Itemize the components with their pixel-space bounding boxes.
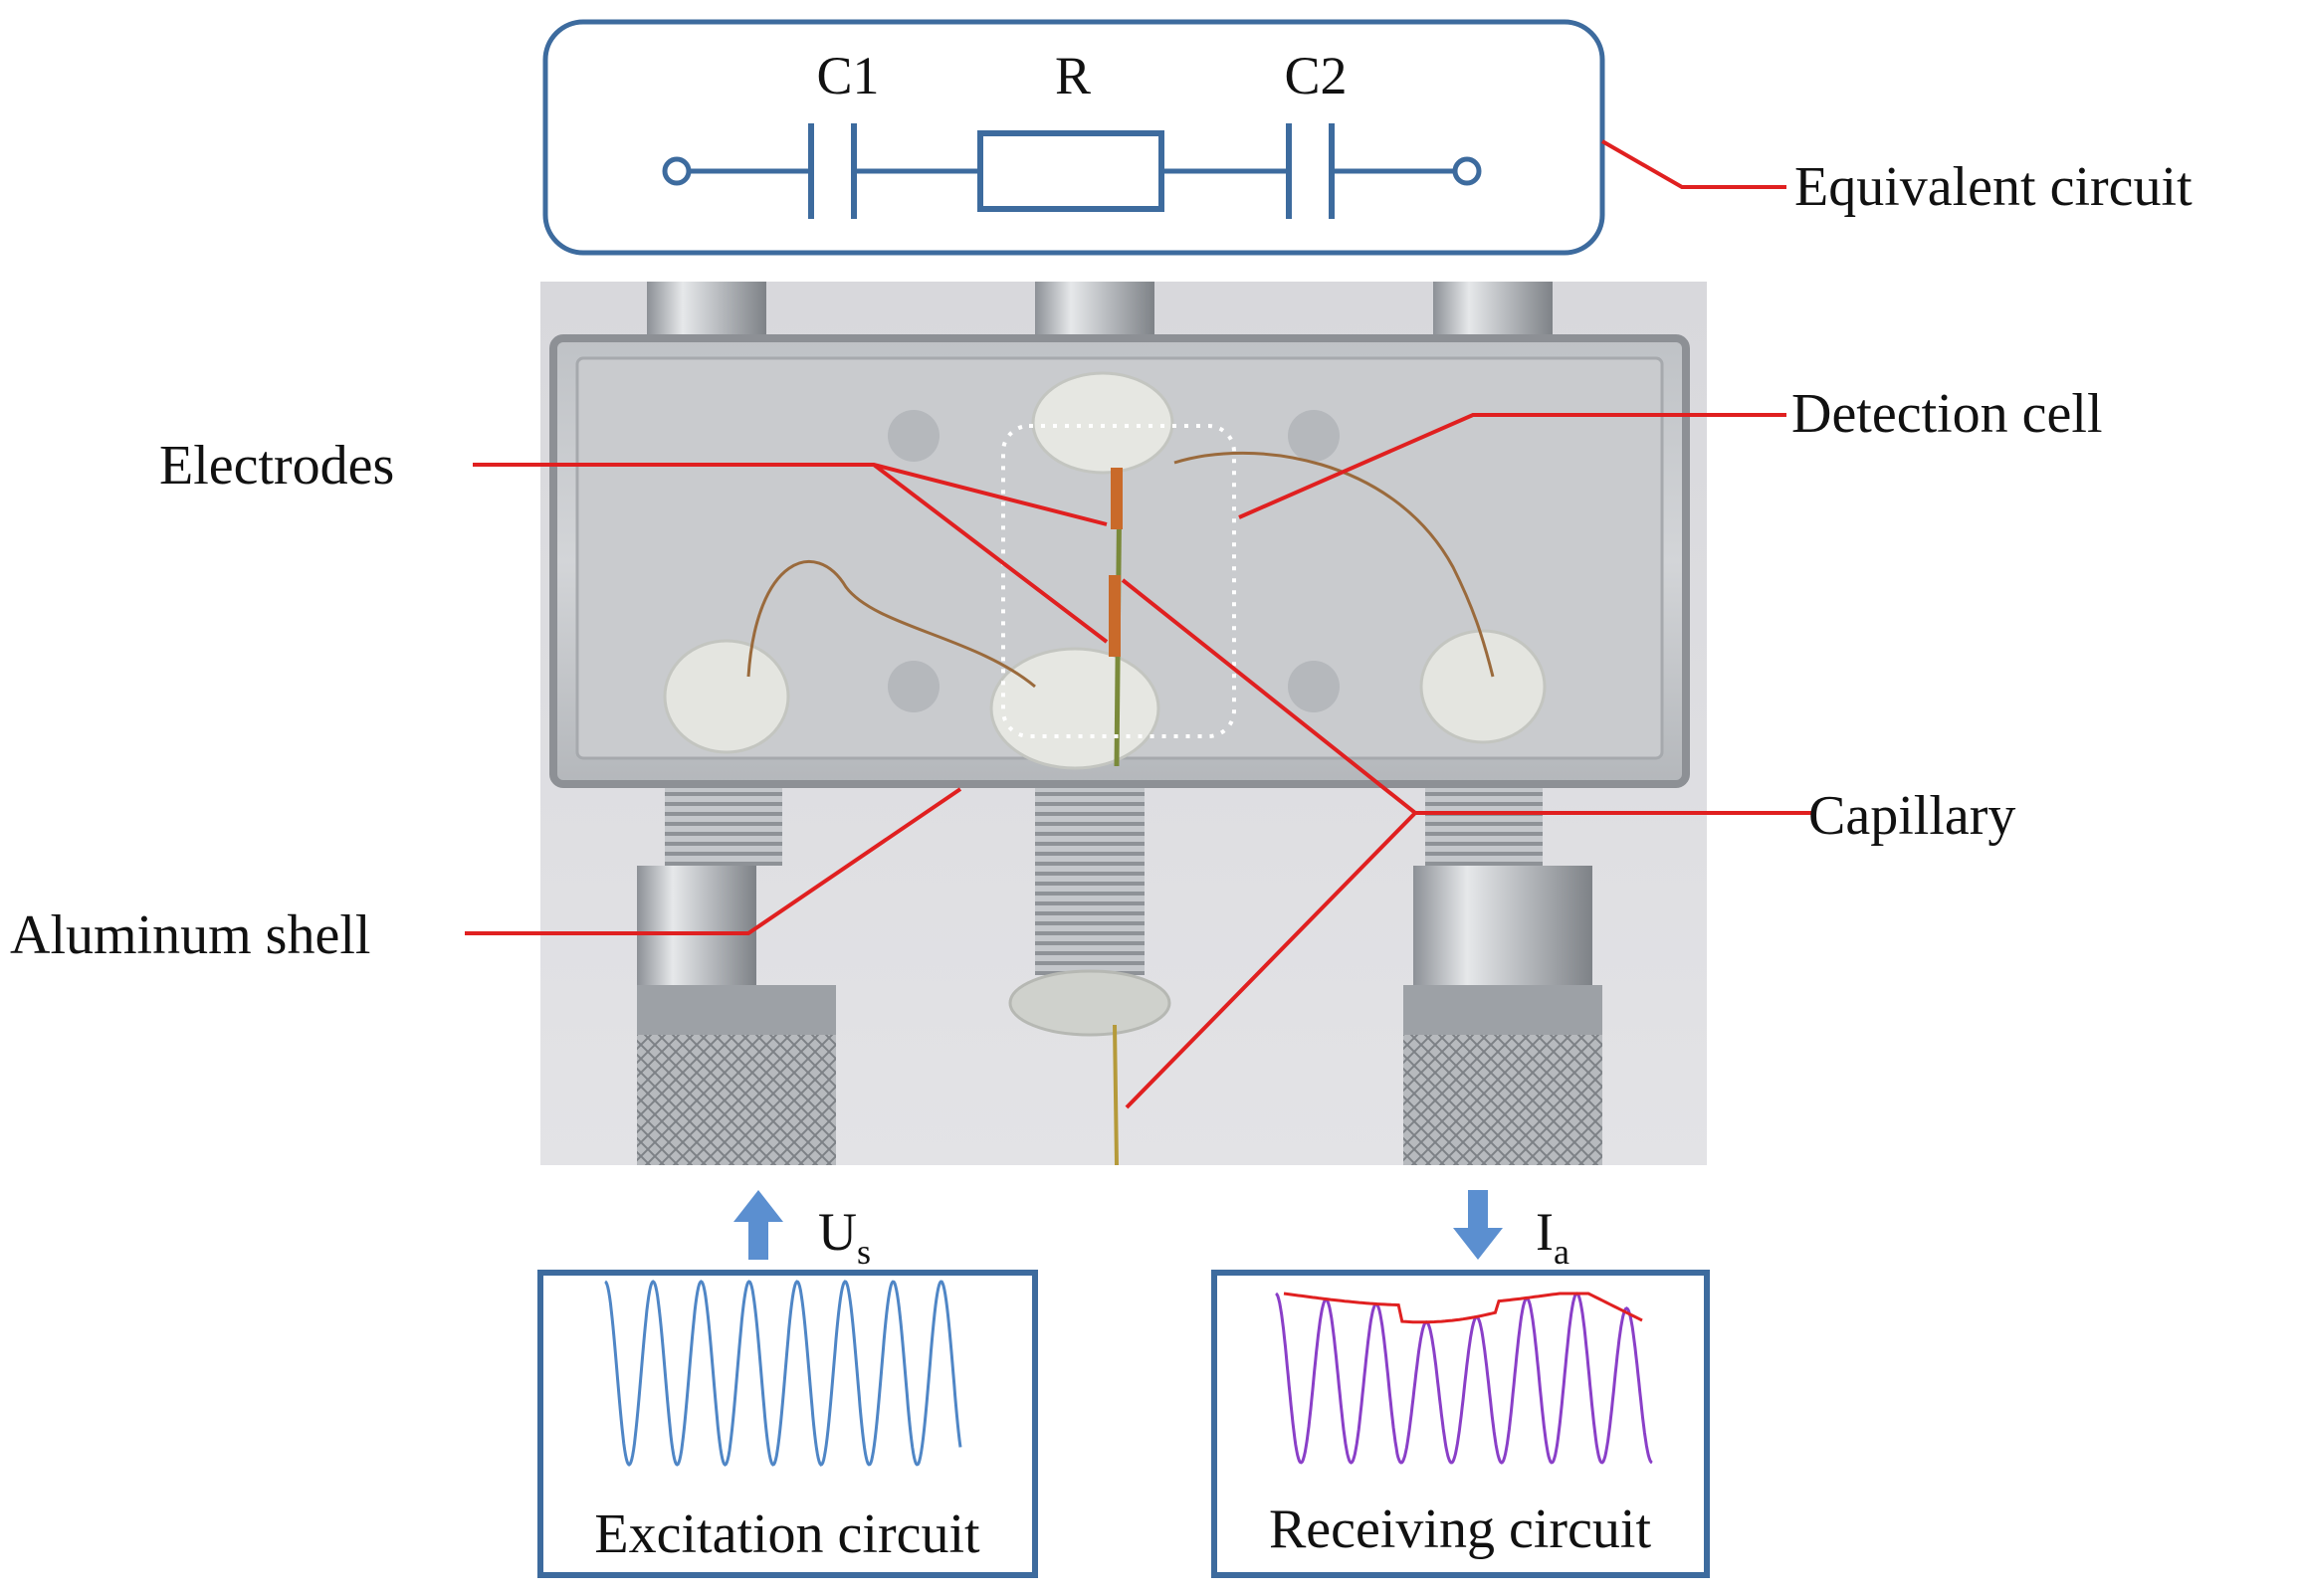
svg-text:Us: Us: [818, 1202, 871, 1272]
callout-capillary-lower: [1125, 811, 1417, 1109]
callout-equivalent-circuit: [1601, 139, 1786, 189]
symbol-u: U: [818, 1202, 857, 1262]
label-excitation-circuit: Excitation circuit: [594, 1503, 980, 1565]
receiving-signal: Ia: [1453, 1190, 1569, 1272]
symbol-i: I: [1536, 1202, 1554, 1262]
label-c2: C2: [1284, 46, 1347, 105]
detection-cell-outline: [1001, 424, 1236, 738]
callout-detection-cell: [1238, 413, 1786, 519]
receiving-circuit-panel: Receiving circuit: [1211, 1270, 1710, 1578]
label-electrodes: Electrodes: [159, 435, 394, 497]
excitation-waveform: [604, 1280, 962, 1467]
callout-electrodes-lower: [872, 463, 1109, 644]
right-terminal: [1452, 156, 1482, 186]
symbol-u-subscript: s: [857, 1232, 871, 1272]
label-c1: C1: [816, 46, 879, 105]
label-capillary: Capillary: [1808, 785, 2015, 847]
down-arrow-icon: [1453, 1190, 1503, 1260]
up-arrow-icon: [733, 1190, 783, 1260]
label-aluminum-shell: Aluminum shell: [10, 904, 370, 966]
label-r: R: [1055, 46, 1091, 105]
callout-aluminum-shell: [465, 787, 962, 935]
excitation-signal: Us: [733, 1190, 871, 1272]
label-receiving-circuit: Receiving circuit: [1269, 1498, 1652, 1560]
svg-text:Ia: Ia: [1536, 1202, 1569, 1272]
receiving-envelope: [1283, 1292, 1643, 1324]
label-equivalent-circuit: Equivalent circuit: [1794, 156, 2193, 218]
callout-lines: [465, 139, 1811, 1109]
device-photo: [540, 282, 1707, 1166]
symbol-i-subscript: a: [1554, 1232, 1569, 1272]
label-detection-cell: Detection cell: [1791, 383, 2103, 445]
resistor-r-symbol: [977, 130, 1164, 212]
left-terminal: [662, 156, 692, 186]
receiving-waveform: [1275, 1292, 1653, 1465]
equivalent-circuit-box: C1 R C2: [542, 19, 1605, 256]
excitation-circuit-panel: Excitation circuit: [537, 1270, 1038, 1578]
